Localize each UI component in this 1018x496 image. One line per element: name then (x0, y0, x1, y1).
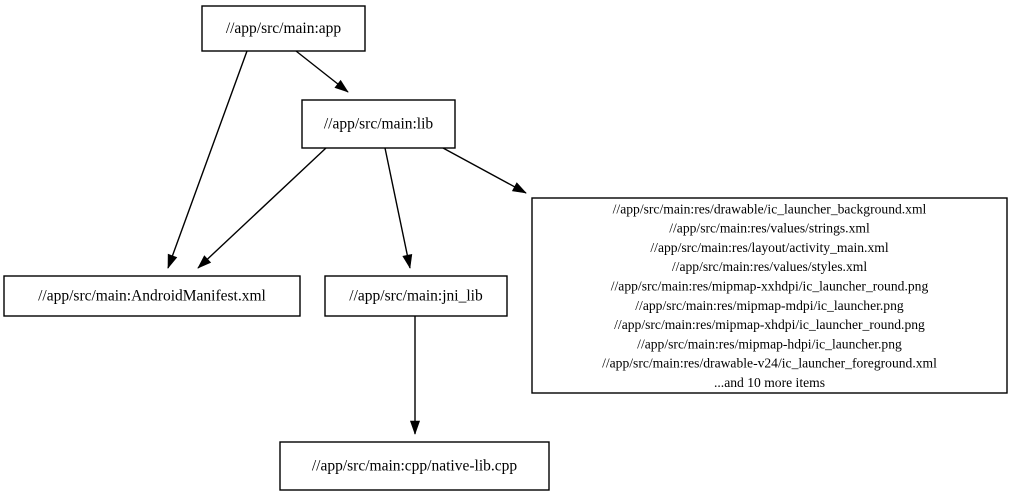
graph-node-manifest[interactable]: //app/src/main:AndroidManifest.xml (3, 275, 301, 317)
graph-edge (197, 147, 327, 269)
node-label-line: //app/src/main:res/values/strings.xml (669, 221, 870, 236)
edge-line (197, 147, 327, 269)
node-label-line: //app/src/main:res/values/styles.xml (672, 259, 867, 274)
graph-node-jni_lib[interactable]: //app/src/main:jni_lib (324, 275, 508, 317)
node-label-line: //app/src/main:res/mipmap-hdpi/ic_launch… (637, 336, 902, 351)
edge-line (384, 147, 411, 269)
nodes-layer: //app/src/main:app //app/src/main:lib //ap… (3, 5, 1008, 491)
node-border (279, 441, 550, 491)
arrowhead-icon (334, 79, 349, 93)
arrowhead-icon (167, 253, 178, 269)
graph-edge (409, 316, 421, 435)
node-label-line: //app/src/main:res/drawable-v24/ic_launc… (602, 356, 937, 371)
edge-line (442, 147, 527, 194)
node-border (201, 5, 366, 52)
node-label: //app/src/main:cpp/native-lib.cpp (312, 458, 518, 475)
node-label-line: ...and 10 more items (714, 375, 825, 390)
node-label-line: //app/src/main:res/drawable/ic_launcher_… (613, 201, 927, 216)
arrowhead-icon (197, 255, 212, 269)
node-label: //app/src/main:lib (324, 116, 434, 133)
node-border (3, 275, 301, 317)
arrowhead-icon (511, 182, 527, 194)
node-label-line: //app/src/main:res/layout/activity_main.… (650, 240, 888, 255)
graph-node-native_lib[interactable]: //app/src/main:cpp/native-lib.cpp (279, 441, 550, 491)
node-label-line: //app/src/main:res/mipmap-xhdpi/ic_launc… (614, 317, 925, 332)
graph-node-app[interactable]: //app/src/main:app (201, 5, 366, 52)
arrowhead-icon (409, 420, 421, 435)
graph-edge (295, 50, 349, 93)
graph-edge (384, 147, 413, 269)
node-label: //app/src/main:app (226, 20, 342, 37)
node-border (531, 197, 1008, 394)
node-label-line: //app/src/main:res/mipmap-xxhdpi/ic_laun… (611, 278, 929, 293)
node-label: //app/src/main:AndroidManifest.xml (38, 288, 266, 305)
edges-layer (167, 50, 527, 435)
node-label-line: //app/src/main:res/mipmap-mdpi/ic_launch… (635, 298, 904, 313)
node-border (324, 275, 508, 317)
graph-node-lib[interactable]: //app/src/main:lib (301, 99, 456, 149)
graph-edge (167, 50, 248, 269)
arrowhead-icon (402, 253, 413, 269)
node-border (301, 99, 456, 149)
edge-line (167, 50, 248, 269)
graph-edge (442, 147, 527, 194)
node-label: //app/src/main:jni_lib (349, 288, 483, 305)
graph-node-res_group[interactable]: //app/src/main:res/drawable/ic_launcher_… (531, 197, 1008, 394)
